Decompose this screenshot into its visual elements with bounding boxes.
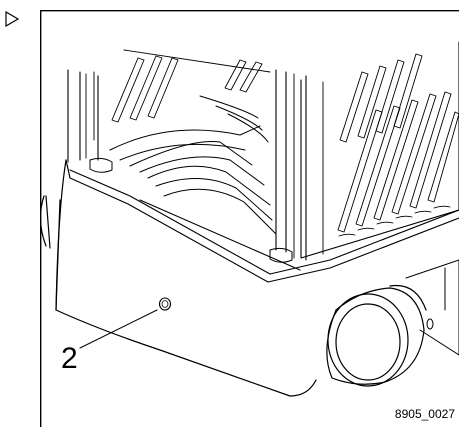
rack-slot-marks [338,205,451,237]
figure-id: 8905_0027 [394,407,455,421]
side-wall-slots [337,53,459,233]
housing-hole [158,297,172,311]
triangle-right-icon [5,11,20,27]
figure-frame: 2 8905_0027 [40,10,459,427]
base-housing [40,159,317,397]
right-post [269,69,307,263]
back-wall-plate [93,49,271,141]
left-post [67,69,113,173]
floor-tray-rails [109,95,277,235]
front-wheel [326,284,427,387]
tray-rim [69,169,459,283]
wheel-bracket [405,259,459,356]
callout-leader [79,309,158,349]
trolley-illustration [40,10,459,427]
side-wall-plate [300,41,459,259]
callout-label: 2 [61,342,78,375]
